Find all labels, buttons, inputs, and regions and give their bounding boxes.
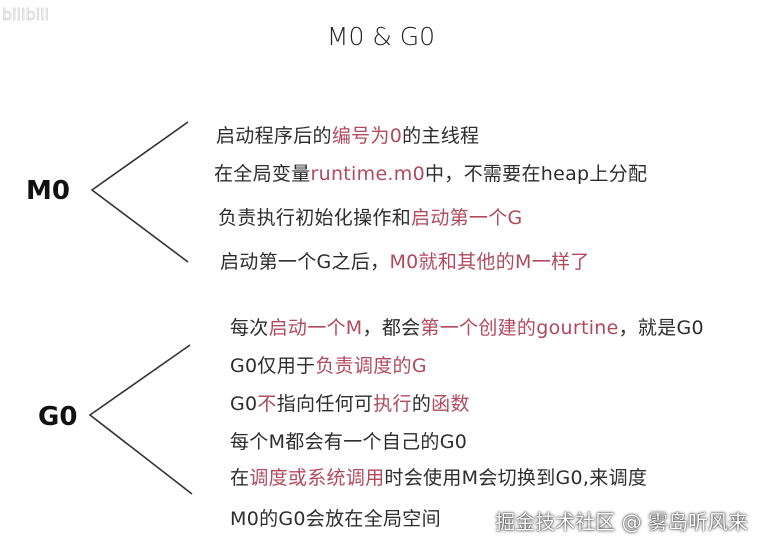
- svg-text:bilibili: bilibili: [2, 5, 49, 24]
- g0-item: 每次启动一个M，都会第一个创建的gourtine，就是G0: [230, 313, 704, 340]
- item-text: 中，不需要在heap上分配: [424, 163, 648, 185]
- g0-item: G0不指向任何可执行的函数: [230, 389, 470, 416]
- item-text: 每个M都会有一个自己的G0: [230, 431, 468, 453]
- g0-branch: [88, 344, 193, 495]
- diagram-title: M0 & G0: [326, 22, 436, 51]
- g0-item: 在调度或系统调用时会使用M会切换到G0,来调度: [230, 463, 647, 490]
- m0-item: 负责执行初始化操作和启动第一个G: [218, 203, 523, 230]
- item-text: 启动第一个G之后，: [220, 251, 390, 273]
- item-text: 启动程序后的: [216, 125, 332, 147]
- g0-label: G0: [38, 402, 78, 432]
- highlighted-text: M0就和其他的M一样了: [389, 251, 590, 273]
- highlighted-text: runtime.m0: [310, 163, 425, 185]
- highlighted-text: 启动一个M: [268, 317, 363, 339]
- item-text: 在全局变量: [214, 163, 311, 185]
- footer-attribution: 掘金技术社区 @ 雾岛听风来: [495, 510, 748, 534]
- item-text: ，就是G0: [618, 317, 704, 339]
- item-text: G0仅用于: [230, 355, 316, 377]
- highlighted-text: 负责调度的G: [315, 355, 427, 377]
- highlighted-text: 调度或系统调用: [249, 467, 385, 489]
- item-text: M0的G0会放在全局空间: [230, 508, 441, 530]
- m0-branch: [90, 121, 189, 263]
- g0-item: M0的G0会放在全局空间: [230, 504, 441, 531]
- item-text: 每次: [230, 317, 269, 339]
- item-text: 指向任何可: [276, 393, 374, 415]
- bilibili-watermark-logo: bilibili: [2, 5, 50, 25]
- highlighted-text: 编号为0: [331, 125, 403, 147]
- highlighted-text: 函数: [431, 393, 470, 415]
- highlighted-text: 执行: [373, 393, 412, 415]
- m0-item: 在全局变量runtime.m0中，不需要在heap上分配: [214, 159, 647, 186]
- m0-item: 启动第一个G之后，M0就和其他的M一样了: [220, 247, 590, 274]
- g0-item: 每个M都会有一个自己的G0: [230, 427, 467, 454]
- item-text: 在: [230, 467, 250, 489]
- highlighted-text: 第一个创建的gourtine: [420, 317, 619, 339]
- m0-label: M0: [26, 176, 70, 206]
- highlighted-text: 不: [257, 393, 277, 415]
- item-text: 的主线程: [402, 125, 480, 147]
- m0-item: 启动程序后的编号为0的主线程: [216, 121, 479, 148]
- g0-item: G0仅用于负责调度的G: [230, 351, 427, 378]
- item-text: 时会使用M会切换到G0,来调度: [384, 467, 648, 489]
- item-text: ，都会: [362, 317, 421, 339]
- highlighted-text: 启动第一个G: [411, 207, 523, 229]
- item-text: G0: [230, 393, 258, 415]
- item-text: 的: [411, 393, 432, 415]
- item-text: 负责执行初始化操作和: [218, 207, 412, 229]
